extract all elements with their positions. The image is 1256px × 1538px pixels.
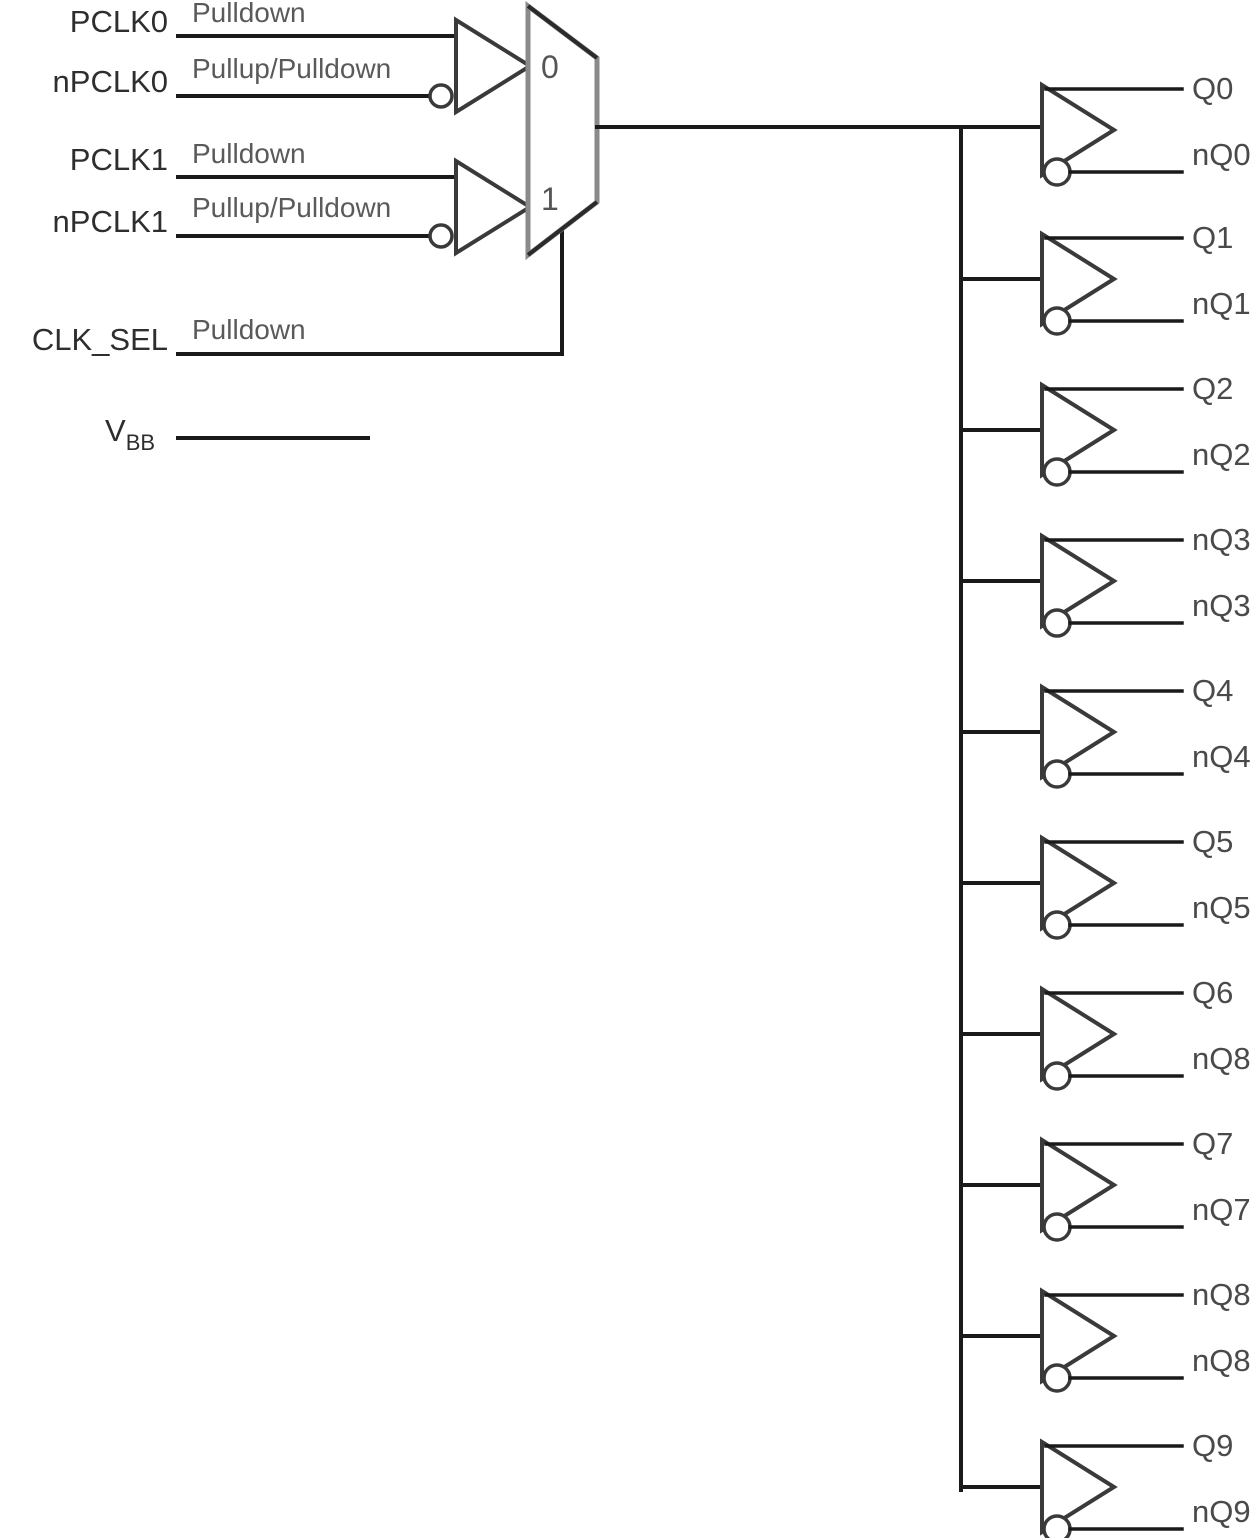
inversion-bubble-npclk1 <box>428 223 454 249</box>
output-buffer-triangle-7 <box>1040 1136 1118 1234</box>
inversion-bubble-nq3 <box>1042 608 1072 638</box>
output-buffer-triangle-6 <box>1040 985 1118 1083</box>
input-pin-pclk1: PCLK1 Pulldown <box>70 138 459 179</box>
input-pin-clk-sel: CLK_SEL Pulldown <box>32 230 564 357</box>
output-buffer-9: Q9 nQ9 <box>959 1428 1251 1538</box>
output-buffer-triangle-4 <box>1040 683 1118 781</box>
output-label-nq7: nQ7 <box>1192 1192 1251 1227</box>
output-label-nq0: nQ0 <box>1192 137 1251 172</box>
inversion-bubble-nq7 <box>1042 1212 1072 1242</box>
output-buffer-6: Q6 nQ8 <box>959 975 1251 1091</box>
output-buffer-7: Q7 nQ7 <box>959 1126 1251 1242</box>
output-label-q7: Q7 <box>1192 1126 1233 1161</box>
input-pin-pclk0: PCLK0 Pulldown <box>70 0 459 39</box>
output-label-nq3: nQ3 <box>1192 588 1251 623</box>
output-label-q9: Q9 <box>1192 1428 1233 1463</box>
inversion-bubble-nq2 <box>1042 457 1072 487</box>
inversion-bubble-npclk0 <box>428 83 454 109</box>
input-label-npclk1: nPCLK1 <box>53 204 168 239</box>
output-buffer-triangle-9 <box>1040 1438 1118 1536</box>
inversion-bubble-nq9 <box>1042 1514 1072 1538</box>
output-label-nq5: nQ5 <box>1192 890 1251 925</box>
output-label-q2: Q2 <box>1192 371 1233 406</box>
output-buffer-triangle-1 <box>1040 230 1118 328</box>
supply-pin-vbb: VBB <box>105 413 370 455</box>
output-buffer-triangle-0 <box>1040 81 1118 179</box>
output-label-q1: Q1 <box>1192 220 1233 255</box>
input-annotation-pclk0: Pulldown <box>192 0 306 28</box>
output-label-nq2: nQ2 <box>1192 437 1251 472</box>
mux-body <box>525 0 600 261</box>
output-label-q3: nQ3 <box>1192 522 1251 557</box>
output-label-q0: Q0 <box>1192 71 1233 106</box>
input-annotation-npclk1: Pullup/Pulldown <box>192 192 391 223</box>
output-label-q4: Q4 <box>1192 673 1233 708</box>
input-label-pclk0: PCLK0 <box>70 4 168 39</box>
input-annotation-clk-sel: Pulldown <box>192 314 306 345</box>
output-buffer-4: Q4 nQ4 <box>959 673 1251 789</box>
output-buffer-0: Q0 nQ0 <box>1040 71 1251 187</box>
output-buffer-triangle-8 <box>1040 1287 1118 1385</box>
input-label-pclk1: PCLK1 <box>70 142 168 177</box>
buffer-triangle-0 <box>454 16 534 116</box>
output-label-nq8: nQ8 <box>1192 1343 1251 1378</box>
buffer-triangle-1 <box>454 157 534 257</box>
clock-distribution-bus <box>595 125 1044 1492</box>
output-label-q6: Q6 <box>1192 975 1233 1010</box>
wire-clk-sel <box>176 230 564 356</box>
output-buffer-1: Q1 nQ1 <box>959 220 1251 336</box>
output-buffer-triangle-5 <box>1040 834 1118 932</box>
output-label-nq4: nQ4 <box>1192 739 1251 774</box>
inversion-bubble-nq5 <box>1042 910 1072 940</box>
output-label-q8: nQ8 <box>1192 1277 1251 1312</box>
mux-select-label-1: 1 <box>541 181 559 217</box>
supply-label-vbb-sub: BB <box>126 430 155 455</box>
inversion-bubble-nq6 <box>1042 1061 1072 1091</box>
clock-select-mux[interactable]: 0 1 <box>525 0 600 261</box>
input-pin-npclk0: nPCLK0 Pullup/Pulldown <box>53 53 454 109</box>
output-buffer-5: Q5 nQ5 <box>959 824 1251 940</box>
mux-edge-top <box>526 4 599 60</box>
input-pin-npclk1: nPCLK1 Pullup/Pulldown <box>53 192 454 249</box>
input-annotation-npclk0: Pullup/Pulldown <box>192 53 391 84</box>
input-label-clk-sel: CLK_SEL <box>32 322 168 357</box>
input-differential-buffer-1 <box>454 157 534 257</box>
inversion-bubble-nq1 <box>1042 306 1072 336</box>
mux-select-label-0: 0 <box>541 49 559 85</box>
input-label-npclk0: nPCLK0 <box>53 64 168 99</box>
input-annotation-pclk1: Pulldown <box>192 138 306 169</box>
mux-edge-bottom <box>526 200 599 257</box>
output-buffer-triangle-2 <box>1040 381 1118 479</box>
inversion-bubble-nq0 <box>1042 157 1072 187</box>
output-buffer-2: Q2 nQ2 <box>959 371 1251 487</box>
supply-label-vbb-main: V <box>105 413 126 448</box>
supply-label-vbb: VBB <box>105 413 155 455</box>
output-label-nq1: nQ1 <box>1192 286 1251 321</box>
output-buffer-3: nQ3 nQ3 <box>959 522 1251 638</box>
output-label-q5: Q5 <box>1192 824 1233 859</box>
inversion-bubble-nq4 <box>1042 759 1072 789</box>
input-differential-buffer-0 <box>454 16 534 116</box>
output-label-nq6: nQ8 <box>1192 1041 1251 1076</box>
output-label-nq9: nQ9 <box>1192 1494 1251 1529</box>
inversion-bubble-nq8 <box>1042 1363 1072 1393</box>
output-buffer-8: nQ8 nQ8 <box>959 1277 1251 1393</box>
output-buffer-triangle-3 <box>1040 532 1118 630</box>
